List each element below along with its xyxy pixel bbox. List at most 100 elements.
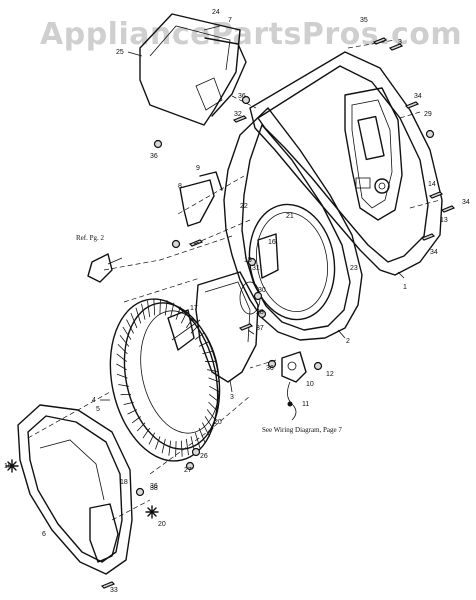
fan-blade — [127, 409, 138, 415]
fan-blade — [119, 334, 130, 347]
nut — [247, 257, 257, 267]
inlet-housing — [17, 404, 133, 575]
screw — [388, 43, 404, 51]
callout-9: 9 — [196, 165, 200, 172]
callout-11: 11 — [302, 401, 309, 408]
callout-1: 1 — [403, 284, 407, 291]
fan-blade — [180, 311, 188, 324]
callout-5: 5 — [96, 406, 100, 413]
callout-31: 31 — [252, 265, 260, 272]
fan-blade — [206, 409, 217, 422]
fan-blade — [208, 377, 220, 383]
callout-22: 22 — [240, 203, 248, 210]
screw — [238, 323, 254, 331]
callout-32: 32 — [234, 111, 242, 118]
callout-38: 38 — [150, 485, 158, 492]
callout-17: 17 — [190, 305, 198, 312]
fasteners — [5, 37, 456, 589]
fan-wheel — [109, 298, 221, 462]
nut — [171, 239, 181, 249]
fan-blade — [153, 299, 156, 316]
callout-26: 26 — [200, 453, 208, 460]
fan-blade — [208, 393, 220, 403]
callout-10: 10 — [306, 381, 314, 388]
callout-16: 16 — [268, 239, 276, 246]
callout-36a: 36 — [150, 153, 158, 160]
fan-blade — [116, 373, 128, 379]
callout-30: 30 — [258, 287, 266, 294]
fan-blade — [208, 401, 219, 413]
fan-blade — [141, 303, 146, 320]
screw — [232, 115, 248, 123]
callout-6: 6 — [42, 531, 46, 538]
callout-33: 33 — [110, 587, 118, 594]
callout-24: 24 — [212, 9, 220, 16]
fan-blade — [136, 422, 146, 432]
fan-blade — [116, 353, 128, 363]
fan-blade — [202, 422, 210, 437]
callout-8: 8 — [178, 183, 182, 190]
callout-labels: 1 2 3 3 4 5 6 7 8 9 10 11 12 13 14 15 16… — [4, 9, 470, 594]
fan-blade — [209, 385, 220, 393]
fan-blade — [207, 369, 218, 372]
fan-blade — [117, 343, 128, 355]
callout-3b: 3 — [230, 394, 234, 401]
screw — [440, 205, 456, 213]
callout-37: 37 — [256, 325, 264, 332]
callout-23: 23 — [350, 265, 358, 272]
callout-20: 20 — [214, 419, 222, 426]
blower-housing — [249, 51, 443, 276]
fan-blade — [116, 363, 127, 371]
screw — [420, 233, 436, 241]
fan-blade — [185, 317, 194, 329]
fan-blade — [118, 384, 129, 387]
fan-blade — [175, 441, 177, 457]
fan-blade — [159, 299, 161, 315]
fan-blade — [126, 319, 134, 334]
fan-blade — [168, 440, 172, 456]
ref-pg2-bracket — [87, 253, 123, 283]
fan-blade — [135, 307, 142, 324]
fan-blade — [185, 438, 189, 456]
callout-2: 2 — [346, 338, 350, 345]
callout-36b: 36 — [238, 93, 246, 100]
callout-36d: 36 — [150, 483, 158, 490]
callout-28: 28 — [256, 309, 264, 316]
nut — [257, 309, 267, 319]
nut — [241, 95, 251, 105]
nut — [267, 359, 277, 369]
callout-25: 25 — [116, 49, 124, 56]
wire-harness-11 — [287, 381, 297, 421]
callout-13: 13 — [440, 217, 448, 224]
callout-18: 18 — [120, 479, 128, 486]
fan-blade — [147, 300, 151, 318]
nut — [153, 139, 163, 149]
callout-14: 14 — [428, 181, 436, 188]
callout-34c: 34 — [430, 249, 438, 256]
fan-blade — [164, 300, 168, 316]
nut — [313, 361, 323, 371]
callout-35: 35 — [360, 17, 368, 24]
fan-blade — [142, 427, 151, 439]
nut — [185, 461, 195, 471]
blower-mount-bracket-16 — [257, 233, 279, 279]
clip — [5, 459, 19, 473]
fan-blade — [131, 416, 142, 424]
scroll-back-panel — [223, 107, 363, 341]
fan-blades — [116, 299, 220, 457]
callout-29: 29 — [424, 111, 432, 118]
callout-36c: 36 — [266, 365, 274, 372]
fan-blade — [123, 401, 134, 406]
fan-blade — [194, 432, 201, 449]
top-cover — [139, 13, 247, 126]
callout-34a: 34 — [414, 93, 422, 100]
callout-12: 12 — [326, 371, 334, 378]
fan-blade — [202, 350, 213, 355]
fan-blade — [122, 326, 132, 340]
callout-15: 15 — [244, 257, 252, 264]
screw — [404, 101, 420, 109]
nut — [135, 487, 145, 497]
clip — [145, 505, 159, 519]
callout-34b: 34 — [462, 199, 470, 206]
